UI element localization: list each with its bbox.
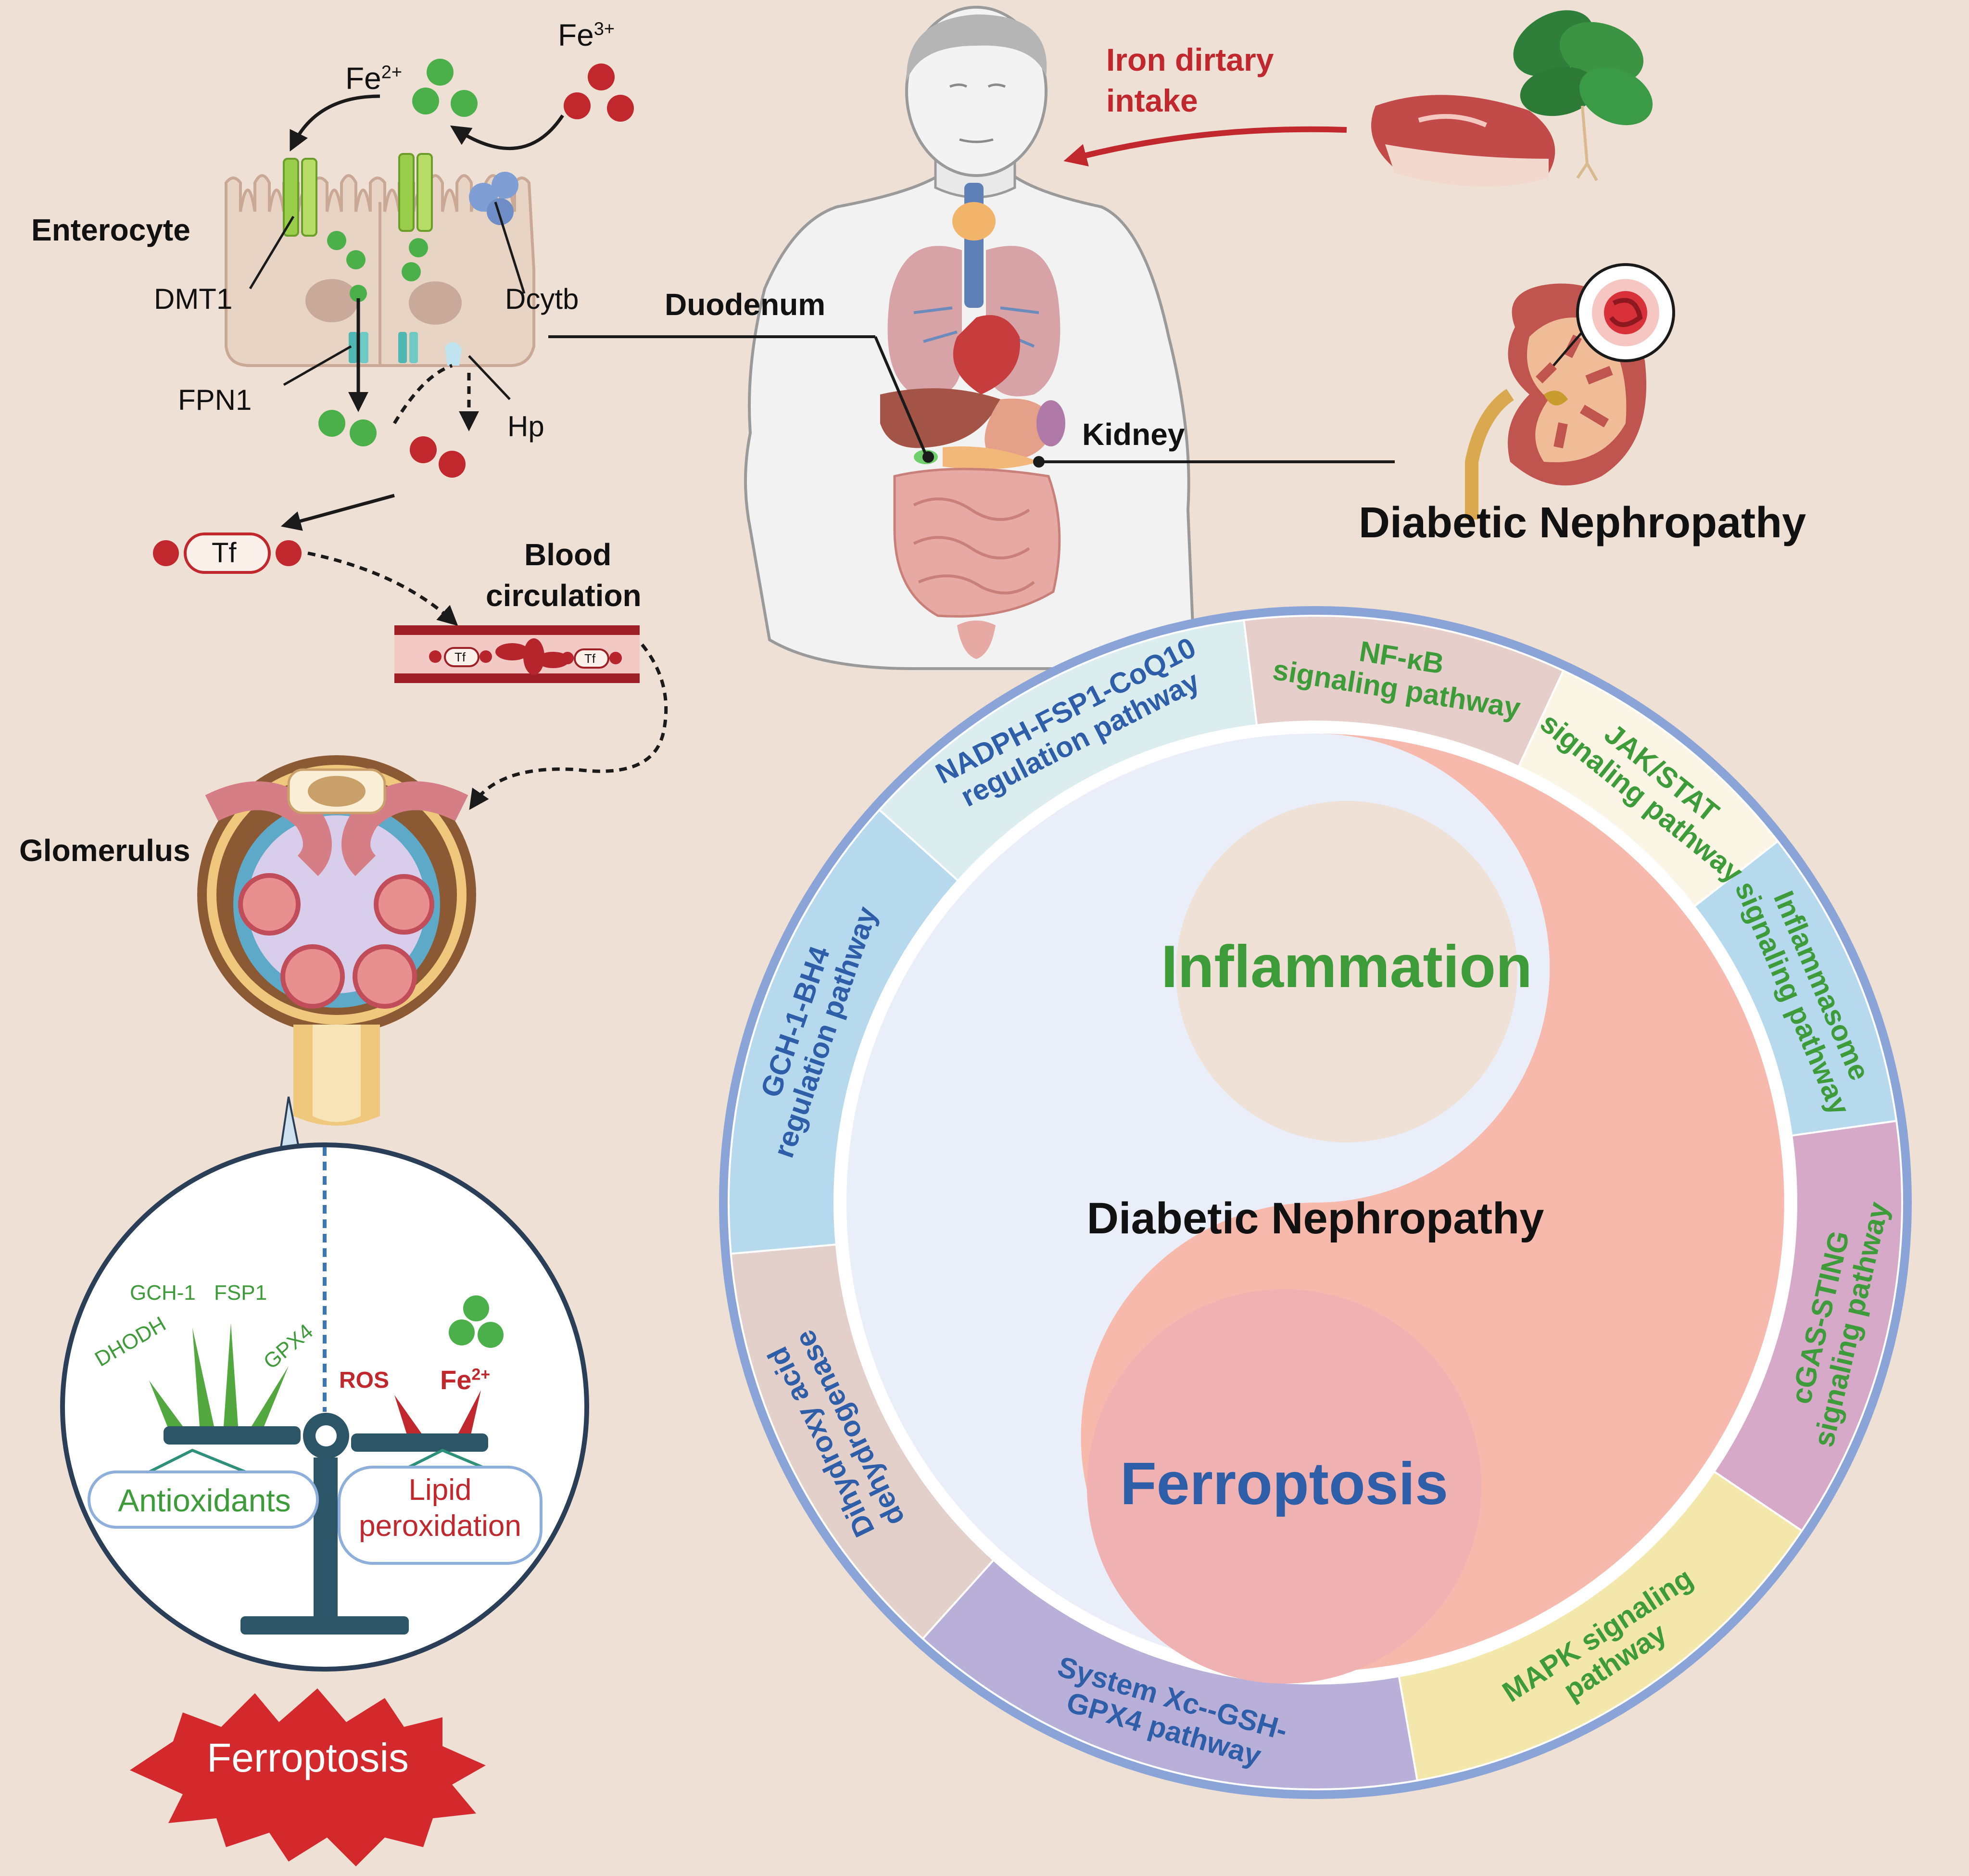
fe2-uptake-arrow	[290, 94, 380, 152]
ferroptosis-center-label: Ferroptosis	[1120, 1451, 1449, 1517]
lipid-label-line1: Lipid	[408, 1473, 472, 1507]
enterocyte-cells	[225, 153, 535, 367]
tf-small-2: Tf	[584, 651, 596, 666]
hp-leader	[468, 355, 511, 400]
fe2-ions-exported	[318, 410, 377, 446]
blood-vessel	[394, 625, 640, 683]
enterocyte-label: Enterocyte	[31, 213, 190, 247]
iron-intake-line1: Iron dirtary	[1106, 42, 1274, 77]
tf-to-blood-arrow	[307, 551, 458, 626]
fe3-label: Fe3+	[558, 18, 615, 52]
blood-label-line1: Blood	[524, 537, 612, 572]
human-body	[744, 6, 1195, 670]
diabetic-nephropathy-top-label: Diabetic Nephropathy	[1359, 499, 1806, 547]
diabetic-nephropathy-center-label: Diabetic Nephropathy	[1086, 1194, 1544, 1243]
fe2-balance-label: Fe2+	[440, 1365, 491, 1395]
fpn1-label: FPN1	[178, 384, 252, 416]
fe2-label: Fe2+	[345, 61, 403, 96]
ferroptosis-burst-label: Ferroptosis	[206, 1735, 409, 1780]
balance-panel	[60, 1142, 589, 1672]
kidney-illustration	[1465, 263, 1675, 520]
duodenum-label: Duodenum	[665, 287, 826, 322]
transferrin-label: Tf	[212, 537, 237, 569]
dcytb-label: Dcytb	[505, 283, 579, 315]
fpn1-leader	[283, 345, 352, 386]
kidney-label: Kidney	[1082, 417, 1185, 452]
duodenum-leader	[874, 336, 927, 456]
fe3-to-fe2-arrow	[450, 114, 564, 151]
fe3-ions-top	[564, 63, 634, 122]
to-transferrin-arrow	[280, 494, 395, 531]
pathway-ring	[719, 606, 1912, 1799]
iron-intake-line2: intake	[1106, 83, 1198, 118]
inflammation-circle	[1176, 801, 1517, 1142]
antioxidants-label: Antioxidants	[118, 1483, 291, 1518]
meat-and-spinach	[1371, 10, 1653, 187]
blood-to-glomerulus-arrow	[469, 643, 668, 810]
ferroptosis-circle	[1087, 1289, 1481, 1684]
blood-label-line2: circulation	[486, 578, 642, 613]
dmt1-label: DMT1	[154, 283, 233, 315]
dmt1-leader	[249, 215, 295, 290]
gch1-label: GCH-1	[130, 1281, 196, 1305]
dcytb-leader	[494, 202, 526, 294]
hp-label: Hp	[507, 410, 544, 443]
transferrin	[153, 532, 302, 574]
ring-segments	[728, 615, 1904, 1790]
lipid-label-line2: peroxidation	[359, 1509, 521, 1543]
ferroptosis-burst	[130, 1688, 486, 1866]
fsp1-label: FSP1	[214, 1281, 267, 1305]
iron-intake-arrow	[1063, 126, 1347, 167]
tf-small-1: Tf	[454, 650, 466, 664]
fe2-ions-top	[412, 59, 478, 117]
glomerulus-illustration	[197, 755, 476, 1126]
glomerulus-label: Glomerulus	[19, 833, 190, 868]
fe3-ions-exported	[410, 436, 466, 478]
ros-label: ROS	[339, 1368, 390, 1393]
inflammation-label: Inflammation	[1161, 934, 1532, 1000]
hp-oxidation-dashed	[392, 364, 453, 424]
